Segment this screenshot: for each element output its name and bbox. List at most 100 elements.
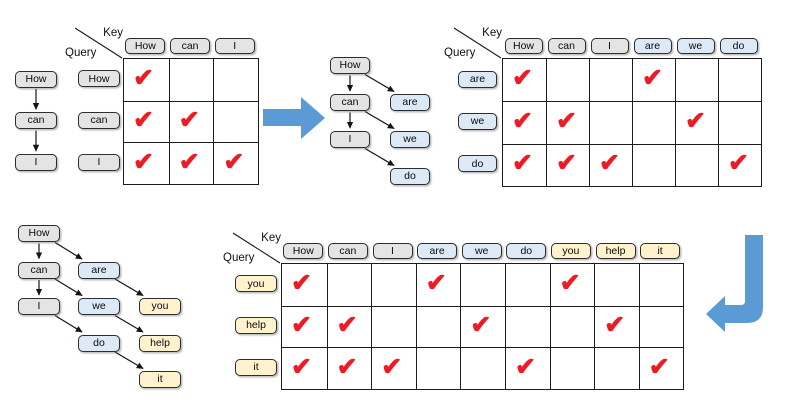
- check-icon: ✔: [133, 106, 154, 135]
- attention-cell-r0-c5: [718, 59, 761, 102]
- attention-cell-r0-c0: ✔: [282, 264, 327, 306]
- check-icon: ✔: [604, 311, 626, 340]
- check-icon: ✔: [728, 149, 749, 178]
- attention-cell-r0-c3: ✔: [415, 264, 461, 306]
- token-chip-you: you: [550, 243, 591, 259]
- token-chip-are: are: [417, 243, 458, 259]
- arrow-i-to-do-step3: [54, 314, 83, 333]
- token-chip-do: do: [78, 334, 120, 352]
- attention-cell-r2-c0: ✔: [503, 143, 546, 186]
- attention-cell-r1-c4: ✔: [460, 305, 505, 348]
- token-chip-help: help: [595, 243, 636, 259]
- attention-cell-r1-c1: ✔: [168, 100, 214, 143]
- attention-cell-r0-c0: ✔: [503, 59, 546, 101]
- attention-cell-r2-c5: ✔: [505, 347, 550, 390]
- check-icon: ✔: [470, 311, 492, 340]
- query-axis-label: Query: [444, 47, 476, 59]
- token-chip-we: we: [78, 298, 120, 315]
- arrow-how-to-are-step3: [54, 241, 83, 260]
- check-icon: ✔: [425, 268, 447, 297]
- check-icon: ✔: [223, 147, 245, 176]
- arrow-can-to-we-step3: [54, 278, 83, 297]
- check-icon: ✔: [291, 352, 312, 381]
- attention-grid-step3: ✔✔✔✔✔✔✔✔✔✔✔✔: [281, 263, 685, 391]
- token-chip-do: do: [719, 38, 758, 54]
- token-chip-i: I: [330, 131, 370, 148]
- attention-cell-r0-c2: [589, 59, 632, 102]
- attention-cell-r1-c0: ✔: [124, 100, 169, 143]
- check-icon: ✔: [599, 149, 620, 178]
- token-chip-can: can: [78, 112, 120, 130]
- token-chip-we: we: [461, 243, 502, 259]
- check-icon: ✔: [178, 147, 200, 176]
- attention-cell-r1-c8: [638, 305, 684, 348]
- attention-cell-r0-c2: [371, 264, 416, 306]
- token-chip-how: How: [78, 70, 120, 88]
- check-icon: ✔: [515, 352, 536, 381]
- attention-cell-r0-c7: [594, 264, 639, 306]
- token-chip-how: How: [330, 57, 370, 74]
- token-chip-are: are: [458, 70, 497, 88]
- check-icon: ✔: [133, 147, 154, 176]
- token-chip-are: are: [390, 94, 430, 111]
- query-axis-label: Query: [223, 252, 255, 264]
- attention-cell-r1-c0: ✔: [503, 101, 546, 143]
- attention-cell-r1-c1: ✔: [326, 305, 372, 348]
- arrow-do-to-it-step3: [114, 351, 144, 370]
- attention-cell-r1-c2: [213, 100, 259, 143]
- check-icon: ✔: [381, 352, 403, 381]
- token-chip-how: How: [15, 70, 57, 88]
- attention-cell-r0-c2: [213, 59, 258, 101]
- attention-cell-r1-c3: [415, 305, 461, 348]
- attention-cell-r2-c7: [594, 347, 639, 390]
- token-chip-can: can: [330, 94, 370, 111]
- attention-cell-r0-c1: [546, 59, 589, 102]
- check-icon: ✔: [642, 64, 663, 93]
- key-axis-label: Key: [103, 27, 123, 39]
- attention-cell-r2-c4: [675, 143, 718, 186]
- attention-cell-r1-c5: [505, 305, 550, 348]
- check-icon: ✔: [685, 106, 706, 135]
- attention-cell-r2-c8: ✔: [638, 347, 684, 390]
- token-chip-do: do: [506, 243, 547, 259]
- attention-cell-r2-c1: ✔: [168, 142, 214, 185]
- token-chip-can: can: [18, 261, 60, 279]
- check-icon: ✔: [336, 352, 358, 381]
- arrow-are-to-you-step3: [114, 278, 144, 297]
- token-chip-how: How: [504, 38, 543, 54]
- check-icon: ✔: [512, 106, 533, 135]
- attention-cell-r0-c1: [326, 264, 372, 306]
- token-chip-you: you: [235, 275, 277, 293]
- attention-cell-r2-c0: ✔: [282, 347, 327, 389]
- check-icon: ✔: [291, 268, 312, 297]
- check-icon: ✔: [556, 106, 577, 135]
- check-icon: ✔: [512, 149, 533, 178]
- check-icon: ✔: [559, 268, 581, 297]
- check-icon: ✔: [133, 63, 154, 92]
- attention-cell-r2-c1: ✔: [326, 347, 372, 390]
- token-chip-help: help: [235, 317, 277, 335]
- token-chip-can: can: [327, 243, 368, 259]
- token-chip-we: we: [458, 112, 497, 130]
- key-query-divider-line: [74, 27, 123, 59]
- token-chip-it: it: [235, 358, 277, 376]
- token-chip-it: it: [640, 243, 681, 259]
- token-chip-i: I: [372, 243, 413, 259]
- token-chip-i: I: [590, 38, 629, 54]
- attention-cell-r1-c6: [549, 305, 595, 348]
- attention-cell-r0-c6: ✔: [549, 264, 595, 306]
- token-chip-how: How: [125, 38, 166, 54]
- attention-cell-r1-c0: ✔: [282, 305, 327, 348]
- token-chip-i: I: [78, 153, 120, 171]
- down-left-curved-arrow: [706, 235, 763, 332]
- attention-cell-r2-c2: ✔: [213, 142, 259, 185]
- attention-cell-r1-c5: [718, 101, 761, 144]
- token-chip-can: can: [547, 38, 586, 54]
- token-chip-can: can: [15, 112, 57, 130]
- arrow-we-to-help-step3: [114, 314, 144, 333]
- attention-cell-r2-c3: [415, 347, 461, 390]
- attention-cell-r2-c5: ✔: [718, 143, 761, 186]
